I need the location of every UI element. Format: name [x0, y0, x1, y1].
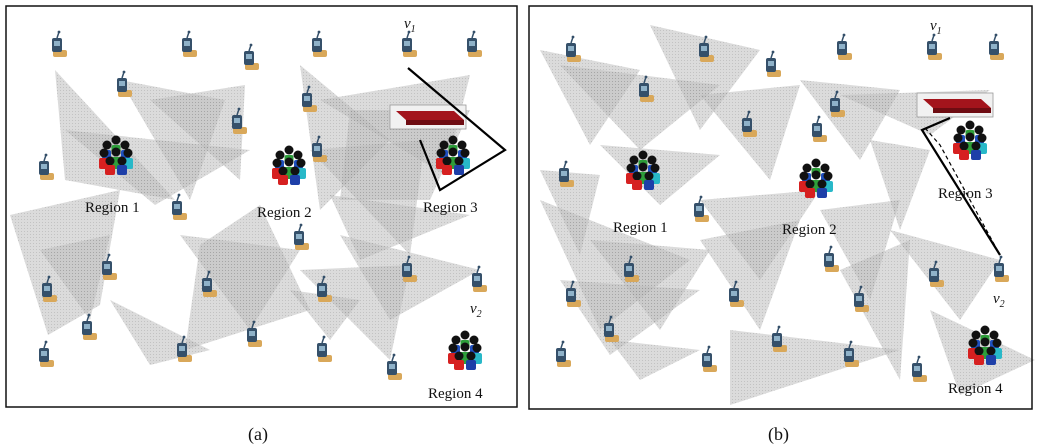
- people-group-icon: [953, 120, 987, 160]
- sensor-node-icon: [565, 34, 582, 63]
- sensor-node-icon: [765, 49, 782, 78]
- region-label: Region 4: [428, 386, 483, 402]
- panel-a: Region 1 Region 2 Region 3 Region 4 v1 v…: [5, 5, 518, 445]
- region-label: Region 3: [423, 200, 478, 216]
- region-label: Region 2: [782, 222, 837, 238]
- region-label: Region 3: [938, 186, 993, 202]
- uav-trajectory-a: [407, 67, 507, 192]
- sensor-node-icon: [243, 42, 260, 71]
- panel-frame-b: [528, 5, 1033, 410]
- sensor-node-icon: [311, 29, 328, 58]
- sensor-node-icon: [911, 354, 928, 383]
- sensor-node-icon: [466, 29, 483, 58]
- sensor-node-icon: [293, 222, 310, 251]
- uav-trajectory-dashed-b: [924, 127, 1001, 256]
- uav-platform-icon: [916, 92, 994, 118]
- sensor-node-icon: [811, 114, 828, 143]
- panel-caption: (b): [768, 424, 789, 445]
- sensor-node-icon: [926, 32, 943, 61]
- region-label: Region 1: [613, 220, 668, 236]
- sensor-node-icon: [988, 32, 1005, 61]
- panel-frame-a: [5, 5, 518, 408]
- coverage-areas-b: [540, 25, 1035, 405]
- sensor-node-icon: [171, 192, 188, 221]
- vertex-label: v1: [930, 18, 942, 37]
- people-group-icon: [272, 145, 306, 185]
- sensor-node-icon: [38, 339, 55, 368]
- region-label: Region 1: [85, 200, 140, 216]
- uav-trajectory-b: [920, 116, 1001, 256]
- vertex-label: v2: [993, 291, 1005, 310]
- sensor-node-icon: [701, 344, 718, 373]
- vertex-label: v2: [470, 301, 482, 320]
- sensor-node-icon: [51, 29, 68, 58]
- region-label: Region 4: [948, 381, 1003, 397]
- sensor-node-icon: [555, 339, 572, 368]
- region-label: Region 2: [257, 205, 312, 221]
- panel-caption: (a): [248, 424, 268, 445]
- sensor-node-icon: [836, 32, 853, 61]
- people-group-icon: [448, 330, 482, 370]
- sensor-node-icon: [181, 29, 198, 58]
- sensor-node-icon: [823, 244, 840, 273]
- vertex-label: v1: [404, 16, 416, 35]
- sensor-node-icon: [38, 152, 55, 181]
- panel-b: Region 1 Region 2 Region 3 Region 4 v1 v…: [528, 5, 1035, 445]
